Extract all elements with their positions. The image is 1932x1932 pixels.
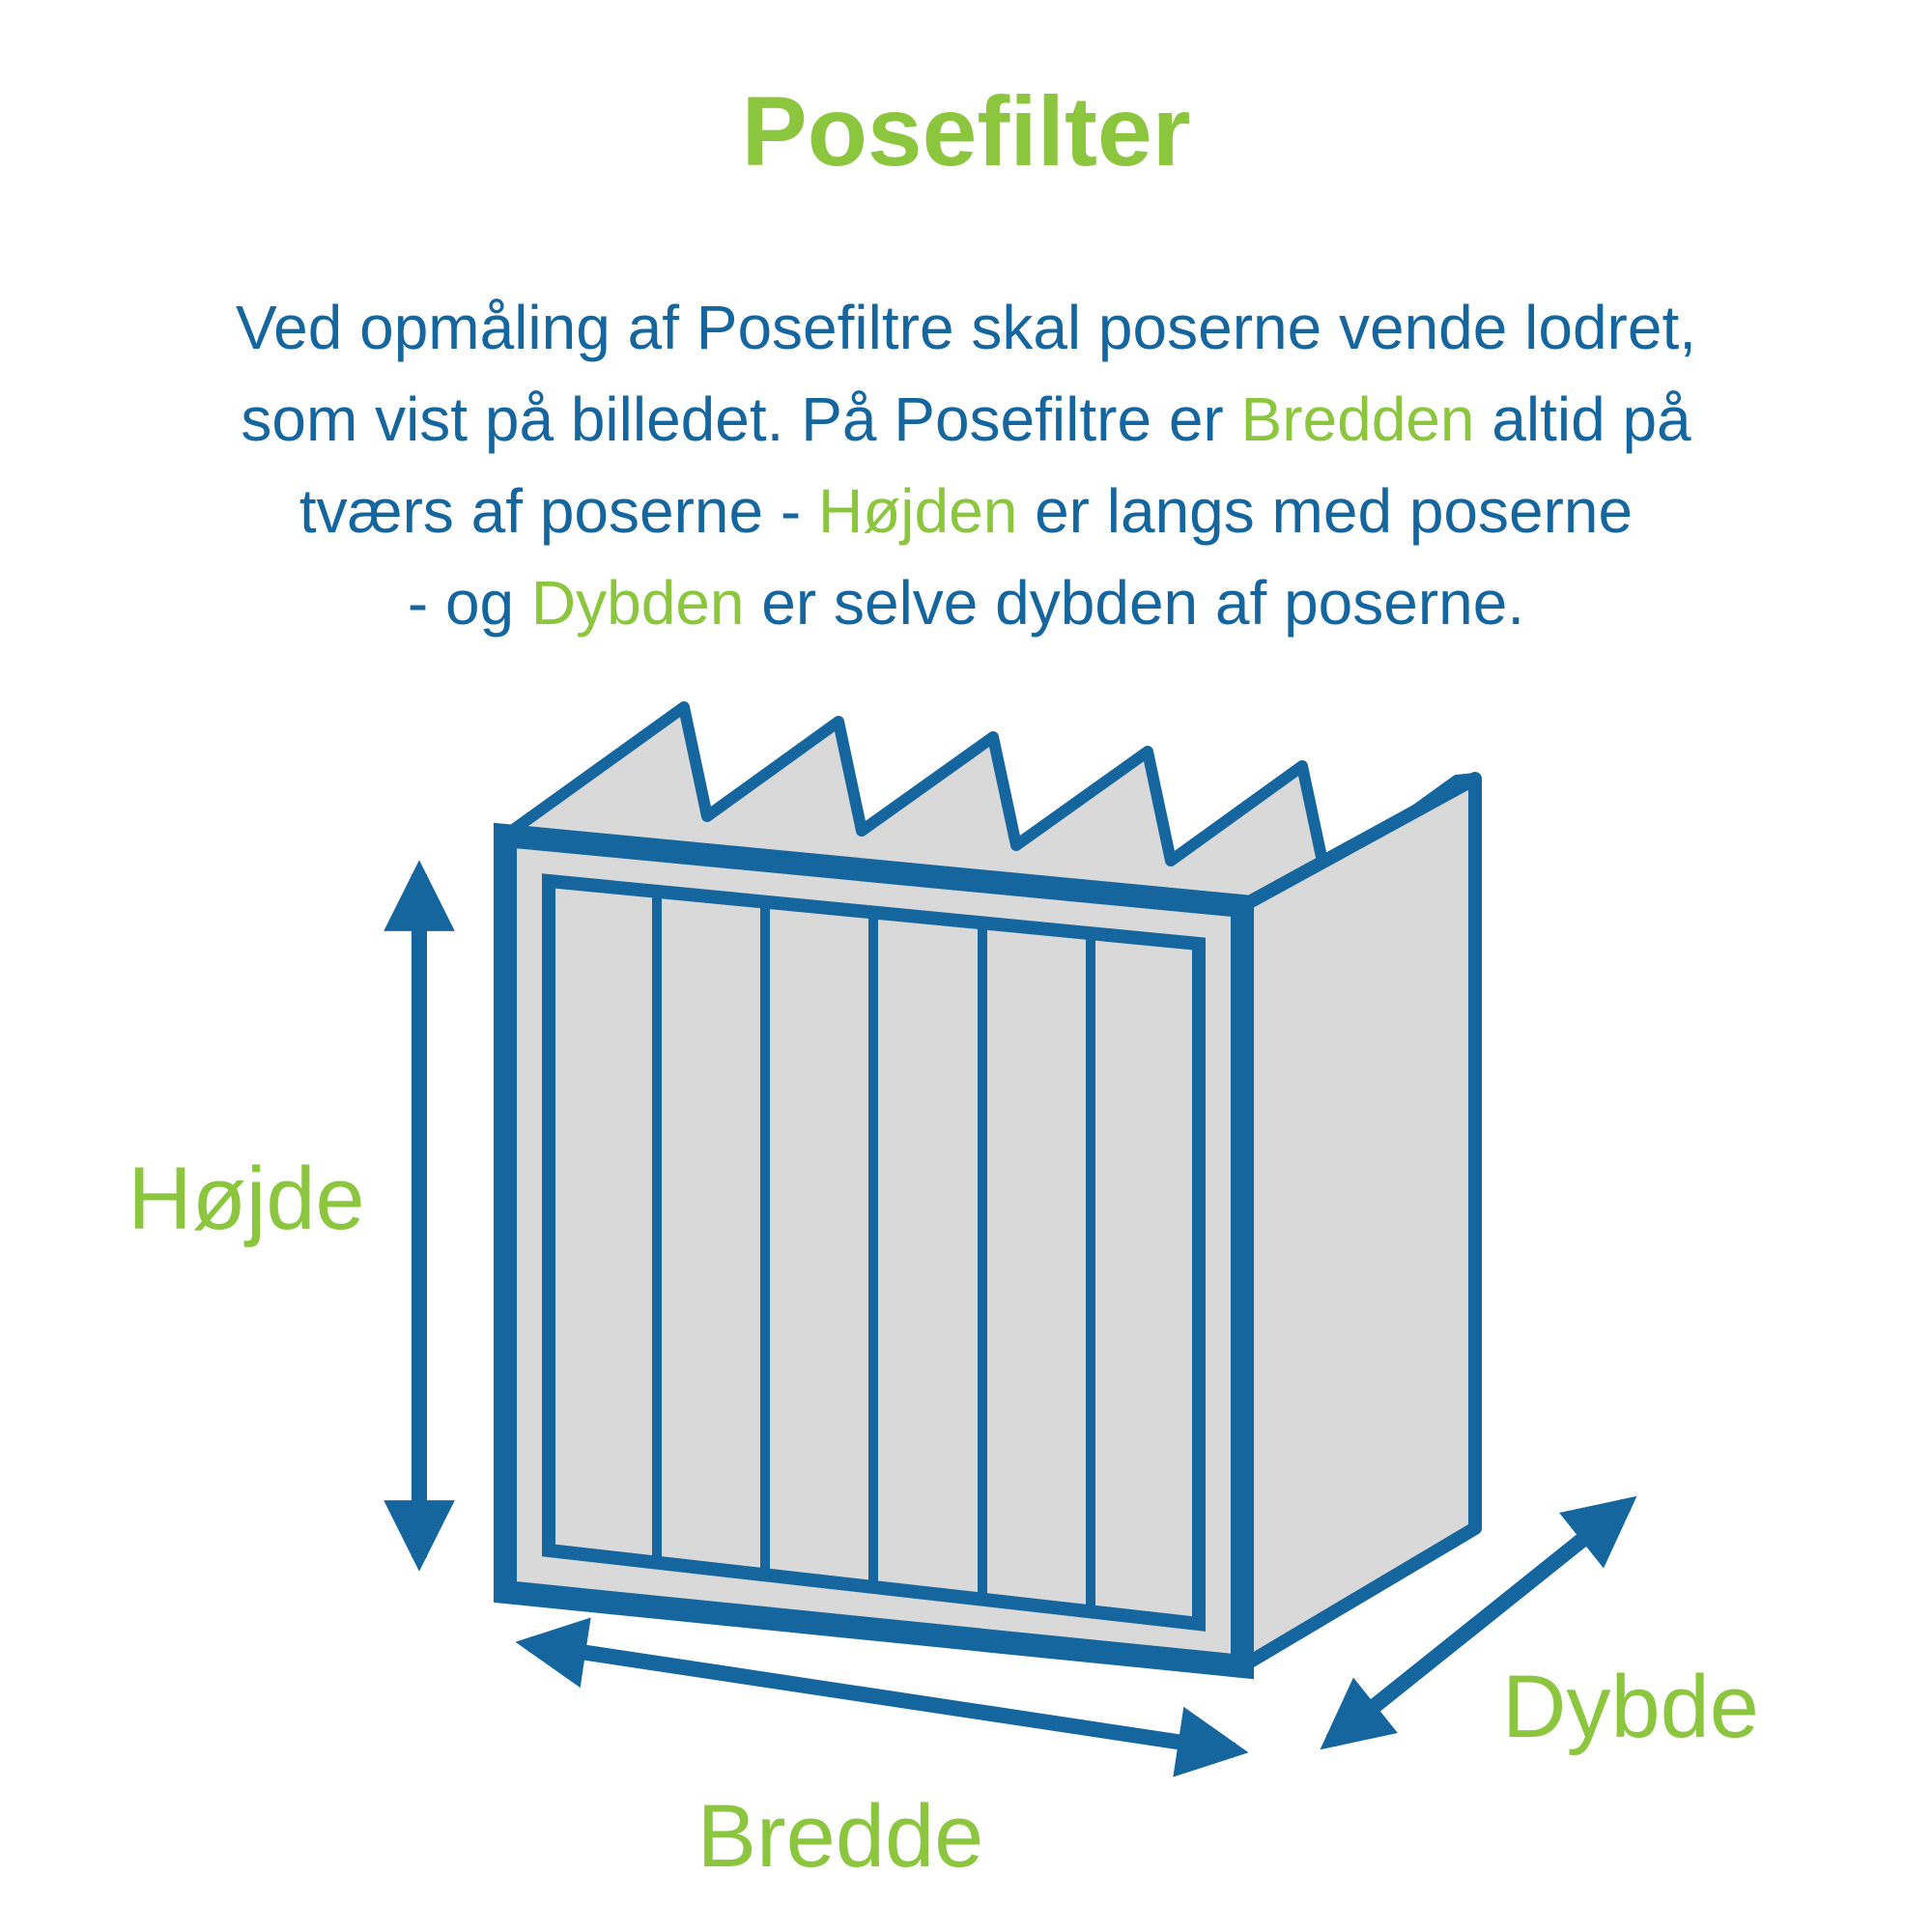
- intro-paragraph: Ved opmåling af Posefiltre skal poserne …: [0, 282, 1932, 649]
- page-title: Posefilter: [741, 76, 1191, 186]
- width-arrow: [515, 1617, 1249, 1777]
- intro-text: altid på: [1474, 384, 1691, 454]
- intro-line-3: tværs af poserne - Højden er langs med p…: [0, 466, 1932, 557]
- intro-text: som vist på billedet. På Posefiltre er: [241, 384, 1241, 454]
- intro-text: er selve dybden af poserne.: [744, 568, 1525, 638]
- intro-keyword-bredden: Bredden: [1240, 384, 1475, 454]
- intro-line-1: Ved opmåling af Posefiltre skal poserne …: [0, 282, 1932, 374]
- height-label: Højde: [128, 1150, 364, 1248]
- intro-text: - og: [407, 568, 531, 638]
- depth-arrow: [1320, 1495, 1637, 1750]
- intro-line-2: som vist på billedet. På Posefiltre er B…: [0, 374, 1932, 466]
- intro-keyword-dybden: Dybden: [530, 568, 745, 638]
- intro-text: er langs med poserne: [1017, 476, 1634, 546]
- width-label: Bredde: [697, 1787, 984, 1886]
- intro-text: Ved opmåling af Posefiltre skal poserne …: [235, 293, 1697, 362]
- side-panel: [1236, 772, 1482, 1673]
- intro-line-4: - og Dybden er selve dybden af poserne.: [0, 557, 1932, 649]
- intro-keyword-hojden: Højden: [817, 476, 1018, 546]
- intro-text: tværs af poserne -: [298, 476, 818, 546]
- depth-label: Dybde: [1502, 1658, 1759, 1756]
